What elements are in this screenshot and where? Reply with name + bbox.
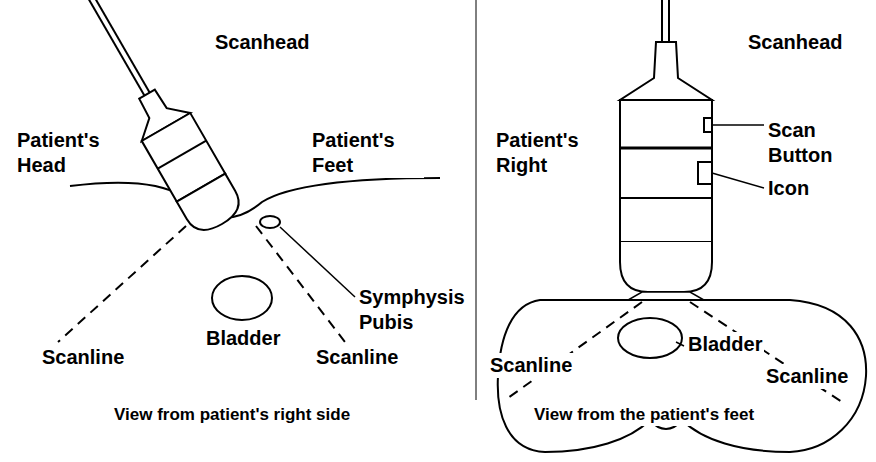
scanline	[58, 226, 186, 342]
view-label: Scanhead	[213, 30, 311, 55]
leader-line	[676, 342, 684, 346]
scanline-label: Scanline	[764, 364, 850, 389]
part-label: Scan Button	[766, 118, 870, 168]
anatomy-label: Symphysis Pubis	[357, 285, 469, 335]
orientation-label: Patient's Right	[494, 128, 608, 178]
leader-line	[712, 124, 764, 126]
anatomy-label: Bladder	[686, 332, 764, 357]
skin-line	[70, 178, 440, 218]
scanline-label: Scanline	[488, 353, 574, 378]
view-label: Scanhead	[746, 30, 844, 55]
orientation-label: Patient's Head	[15, 128, 129, 178]
scanline	[508, 302, 642, 398]
symphysis-pubis	[260, 216, 280, 228]
leader-line	[280, 227, 355, 297]
anatomy-label: Bladder	[204, 326, 282, 351]
divider	[476, 0, 477, 400]
scan-button	[704, 118, 712, 132]
bladder	[618, 318, 682, 358]
view-caption: View from the patient's feet	[532, 404, 756, 426]
view-caption: View from patient's right side	[112, 404, 352, 426]
bladder	[212, 276, 272, 320]
part-label: Icon	[766, 176, 811, 201]
scanhead-front	[620, 42, 712, 300]
scanline-label: Scanline	[314, 345, 400, 370]
scanline	[256, 226, 345, 342]
leader-line	[712, 173, 764, 188]
scanline-label: Scanline	[40, 345, 126, 370]
icon	[698, 162, 712, 184]
orientation-label: Patient's Feet	[310, 128, 424, 178]
